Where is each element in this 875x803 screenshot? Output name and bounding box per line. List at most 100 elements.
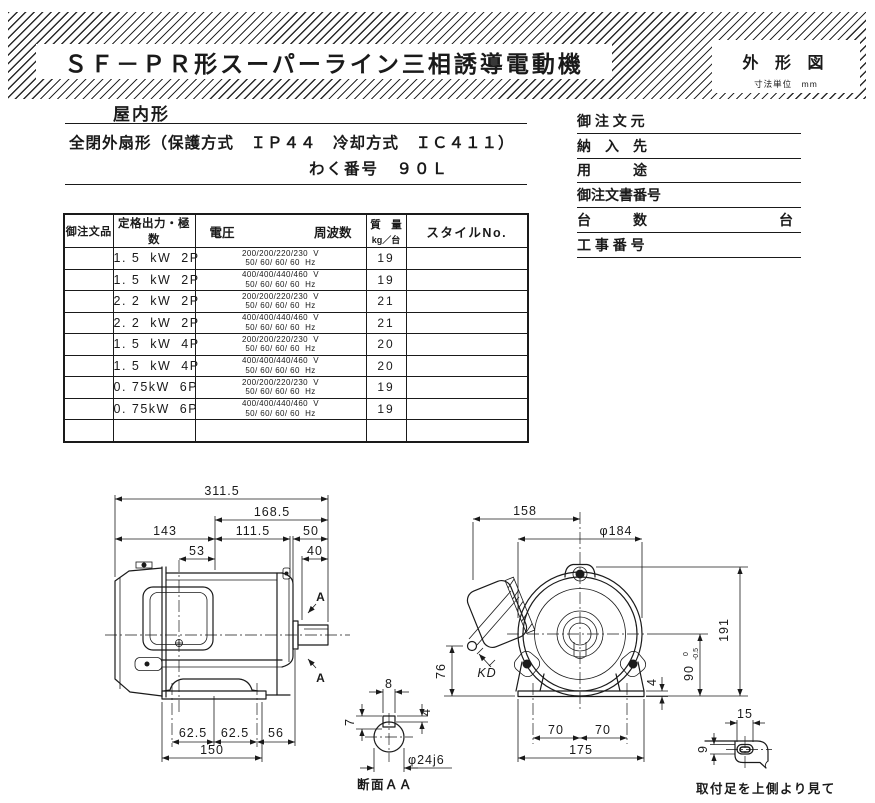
side-view: 311.5 168.5 143 111.5 50 53 40 A A 62.5 …: [105, 484, 350, 762]
dim-191: 191: [717, 618, 731, 642]
dim-shaft-diameter: φ24j6: [408, 753, 445, 767]
order-label: 台 数: [577, 211, 647, 228]
dim-111-5: 111.5: [236, 524, 270, 538]
cell-mass: [365, 419, 407, 442]
cell-product: [63, 247, 114, 270]
order-label: 用 途: [577, 162, 647, 179]
ratings-table: 御注文品 定格出力・極数 電圧 周波数 質 量 kg／台 スタイルNo. 1. …: [63, 213, 529, 443]
dim-slot-width: 15: [737, 707, 753, 721]
dim-base-thickness: 4: [645, 678, 659, 686]
dim-foot-pitch-1: 62.5: [179, 726, 207, 740]
order-label: 御注文書番号: [577, 187, 661, 204]
col-header-frequency: 周波数: [313, 225, 352, 240]
col-header-voltage-frequency: 電圧 周波数: [194, 213, 367, 248]
section-mark-a-bottom: A: [316, 671, 326, 685]
dim-foot-length: 150: [200, 743, 224, 757]
cell-output: [112, 419, 196, 442]
dim-key-width: 8: [385, 677, 393, 691]
table-row-empty: [63, 419, 529, 442]
order-label: 工 事 番 号: [577, 236, 645, 253]
order-form: 御 注 文 元 納 入 先 用 途 御注文書番号 台 数 台 工 事 番 号: [577, 109, 801, 258]
indoor-type-label: 屋内形: [113, 105, 170, 124]
mounting-foot-detail: 15 9 取付足を上側より見て: [696, 707, 834, 796]
cell-style: [405, 247, 529, 270]
cell-output: 1. 5 kW 2P: [112, 268, 198, 291]
dim-foot-70-left: 70: [548, 723, 564, 737]
cell-style: [405, 290, 529, 313]
cell-product: [63, 376, 114, 399]
cell-product: [63, 333, 114, 356]
cell-output: 1. 5 kW 2P: [112, 247, 198, 270]
cell-mass: 21: [365, 290, 407, 313]
cell-mass: 19: [365, 247, 407, 270]
dim-90-tol-lower: -0.5: [693, 648, 700, 660]
table-header-row: 御注文品 定格出力・極数 電圧 周波数 質 量 kg／台 スタイルNo.: [63, 213, 529, 248]
dim-76: 76: [434, 663, 448, 679]
cell-output: 0. 75kW 6P: [112, 397, 197, 420]
dim-40: 40: [307, 544, 323, 558]
col-header-output: 定格出力・極数: [112, 213, 196, 248]
dim-56: 56: [268, 726, 284, 740]
dim-overall-length: 311.5: [204, 484, 239, 498]
cell-style: [405, 311, 529, 334]
cell-product: [63, 354, 114, 377]
dim-dia-184: φ184: [600, 524, 633, 538]
cell-mass: 19: [365, 268, 407, 291]
order-label: 納 入 先: [577, 137, 647, 154]
dim-168-5: 168.5: [254, 505, 290, 519]
cell-product: [63, 311, 114, 334]
dim-foot-70-right: 70: [595, 723, 611, 737]
col-header-mass: 質 量 kg／台: [365, 213, 407, 248]
enclosure-spec-line: 全閉外扇形（保護方式 ＩＰ４４ 冷却方式 ＩＣ４１１）: [69, 135, 515, 152]
cell-mass: 20: [365, 333, 407, 356]
section-caption: 断面ＡＡ: [357, 777, 413, 792]
cell-mass: 20: [365, 354, 407, 377]
cell-output: 1. 5 kW 4P: [112, 354, 198, 377]
drawing-type-label: 外 形 図: [742, 55, 830, 72]
dim-slot-height: 9: [696, 745, 710, 753]
order-label: 御 注 文 元: [577, 112, 645, 129]
order-row-customer: 御 注 文 元: [577, 109, 801, 134]
cell-style: [405, 376, 529, 399]
enclosure-spec-box: 全閉外扇形（保護方式 ＩＰ４４ 冷却方式 ＩＣ４１１） わく番号 ９０Ｌ: [65, 123, 527, 185]
shaft-section-view: 8 4 7 φ24j6 断面ＡＡ: [343, 677, 452, 792]
drawing-type-box: 外 形 図 寸法単位 mm: [712, 40, 860, 93]
dim-foot-pitch-2: 62.5: [221, 726, 249, 740]
order-row-order-number: 御注文書番号: [577, 183, 801, 209]
unit-note: 寸法単位 mm: [754, 79, 818, 89]
cell-style: [405, 333, 529, 356]
cell-voltage-frequency: [194, 419, 367, 442]
dim-key-height: 7: [343, 718, 357, 726]
cell-mass: 21: [365, 311, 407, 334]
dim-53: 53: [189, 544, 205, 558]
order-row-delivery: 納 入 先: [577, 134, 801, 159]
dimension-drawings: 311.5 168.5 143 111.5 50 53 40 A A 62.5 …: [105, 484, 834, 796]
order-row-application: 用 途: [577, 159, 801, 184]
title-box: ＳＦ－ＰＲ形スーパーライン三相誘導電動機: [36, 44, 612, 79]
cell-output: 2. 2 kW 2P: [112, 290, 198, 313]
cell-product: [63, 290, 114, 313]
section-mark-a-top: A: [316, 590, 326, 604]
order-row-quantity: 台 数 台: [577, 208, 801, 233]
frame-number-label: わく番号 ９０Ｌ: [309, 161, 450, 178]
cell-style: [405, 419, 529, 442]
col-header-style: スタイルNo.: [405, 213, 529, 248]
header-hatch-band: ＳＦ－ＰＲ形スーパーライン三相誘導電動機 外 形 図 寸法単位 mm: [8, 12, 866, 99]
dim-50: 50: [303, 524, 319, 538]
front-view: KD 158 φ184 76 4: [434, 504, 748, 762]
